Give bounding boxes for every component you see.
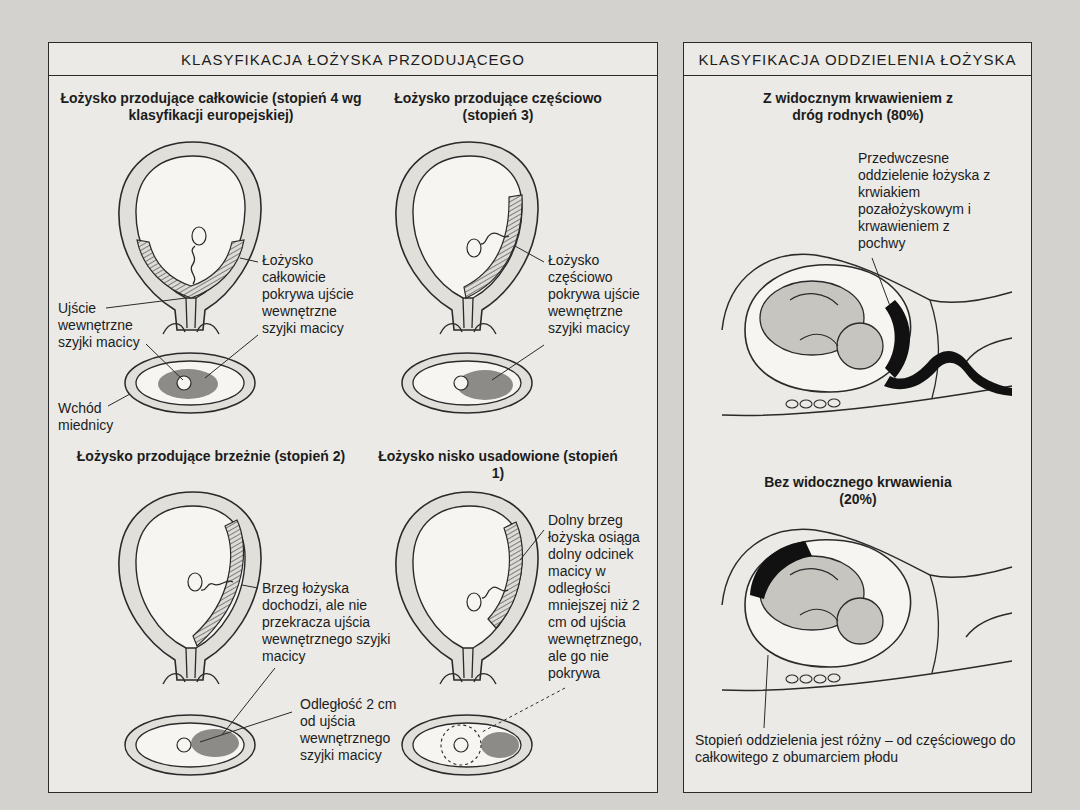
uterus-figure <box>396 142 538 334</box>
panel-box: KLASYFIKACJA ODDZIELENIA ŁOŻYSKA <box>683 42 1032 793</box>
annotation: Brzeg łożyska dochodzi, ale nie przekrac… <box>262 580 392 665</box>
figure-heading: Łożysko przodujące częściowo (stopień 3) <box>378 90 618 124</box>
uterus-figure <box>119 142 261 334</box>
panel-title: KLASYFIKACJA ŁOŻYSKA PRZODUJĄCEGO <box>49 43 657 76</box>
leader-line <box>492 345 544 380</box>
leader-line <box>146 344 183 380</box>
inlet-figure <box>402 353 532 413</box>
embryo <box>467 593 481 611</box>
embryo <box>188 573 202 591</box>
leader-line <box>108 394 130 406</box>
umbilical-cord <box>482 587 508 598</box>
annotation: Stopień oddzielenia jest różny – od częś… <box>695 732 1025 766</box>
panel-ground <box>48 42 658 793</box>
embryo <box>467 239 481 257</box>
figure-heading: Z widocznym krwawieniem z dróg rodnych (… <box>758 90 958 124</box>
leader-line <box>200 712 292 742</box>
figure-heading: Łożysko nisko usadowione (stopień 1) <box>378 448 618 482</box>
cervical-os <box>177 376 191 390</box>
retroplacental-hematoma <box>885 300 910 378</box>
panel-ground <box>683 42 1032 793</box>
placenta-blob <box>158 369 218 399</box>
annotation: Łożysko częściowo pokrywa ujście wewnętr… <box>548 252 654 337</box>
leader-line <box>242 585 258 588</box>
abruption-figure <box>722 254 1012 415</box>
annotation: Odległość 2 cm od ujścia wewnętrznego sz… <box>300 696 404 764</box>
uterus-figure <box>119 492 261 684</box>
cervical-os <box>177 738 191 752</box>
concealed-hematoma <box>750 541 812 599</box>
leader-line <box>520 530 544 560</box>
uterus-figure <box>119 492 261 684</box>
figure-heading: Łożysko przodujące całkowicie (stopień 4… <box>52 90 370 124</box>
leader-line <box>222 668 275 735</box>
leader-line <box>764 655 768 728</box>
vaginal-bleeding <box>884 351 1012 396</box>
figure-heading: Łożysko przodujące brzeżnie (stopień 2) <box>52 448 370 465</box>
leader-line <box>515 246 544 262</box>
annotation: Ujście wewnętrzne szyjki macicy <box>58 300 154 351</box>
abruption-figure <box>722 529 1012 690</box>
inlet-figure <box>125 353 255 413</box>
leader-line <box>482 688 565 732</box>
uterus-figure <box>119 142 261 334</box>
inlet-figure <box>402 715 532 775</box>
inlet-figure <box>402 353 532 413</box>
embryo <box>192 227 206 245</box>
inlet-figure <box>402 715 532 775</box>
leader-line <box>106 246 544 742</box>
inlet-figure <box>125 715 255 775</box>
umbilical-cord <box>201 581 233 590</box>
cervical-os <box>454 376 468 390</box>
uterus-figure <box>396 492 538 684</box>
leader-line <box>240 258 258 262</box>
leader-line <box>106 298 186 308</box>
leader-line <box>205 335 258 378</box>
uterus-figure <box>396 492 538 684</box>
placenta-blob <box>191 729 239 757</box>
annotation: Łożysko całkowicie pokrywa ujście wewnęt… <box>262 252 370 337</box>
inlet-figure <box>125 715 255 775</box>
annotation: Dolny brzeg łożyska osiąga dolny odcinek… <box>548 512 654 682</box>
leader-line <box>872 258 890 306</box>
umbilical-cord <box>191 246 195 284</box>
figure-heading: Bez widocznego krwawienia (20%) <box>748 474 968 508</box>
annotation: Przedwczesne oddzielenie łożyska z krwia… <box>858 150 1000 252</box>
annotation: Wchód miednicy <box>58 400 130 434</box>
placenta <box>488 522 522 628</box>
inlet-figure <box>125 353 255 413</box>
placenta <box>137 240 244 298</box>
abruption-figure <box>722 254 1012 415</box>
abruption-figure <box>722 529 1012 690</box>
cervical-os <box>454 738 468 752</box>
placenta-blob <box>481 732 519 758</box>
distance-circle <box>441 725 481 765</box>
umbilical-cord <box>481 233 509 244</box>
panel-title: KLASYFIKACJA ODDZIELENIA ŁOŻYSKA <box>684 43 1031 76</box>
uterus-figure <box>396 142 538 334</box>
placenta <box>464 195 522 298</box>
